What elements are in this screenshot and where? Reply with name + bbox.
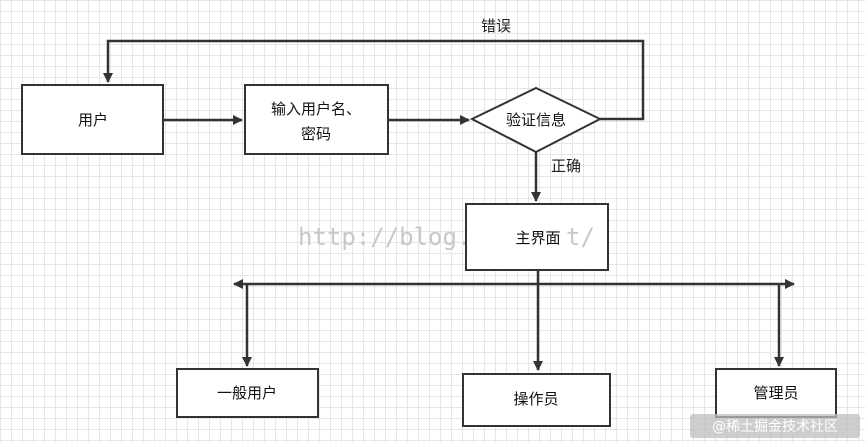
node-input-credentials: 输入用户名、 密码 <box>244 84 389 155</box>
node-normal-user: 一般用户 <box>176 368 319 418</box>
node-operator-label: 操作员 <box>513 390 558 408</box>
watermark-site: @稀土掘金技术社区 <box>690 414 860 438</box>
node-main-label: 主界面 <box>515 229 560 247</box>
node-main: 主界面 <box>465 203 609 271</box>
watermark-url-tail: t/ <box>566 223 595 251</box>
edges <box>103 39 795 371</box>
node-normal-user-label: 一般用户 <box>217 384 277 402</box>
node-operator: 操作员 <box>462 373 611 427</box>
edge-label-correct: 正确 <box>551 157 581 175</box>
watermark-site-label: @稀土掘金技术社区 <box>712 419 838 435</box>
node-admin-label: 管理员 <box>753 384 798 402</box>
node-input-label-line1: 输入用户名、 <box>271 100 361 118</box>
node-admin: 管理员 <box>715 368 837 418</box>
node-input-label-line2: 密码 <box>301 125 331 143</box>
edge-verify-error-to-user <box>103 39 645 121</box>
node-user: 用户 <box>21 84 164 155</box>
node-verify: 验证信息 <box>469 86 603 154</box>
edge-label-error: 错误 <box>481 17 511 35</box>
node-user-label: 用户 <box>78 111 108 129</box>
node-verify-label: 验证信息 <box>506 111 566 129</box>
